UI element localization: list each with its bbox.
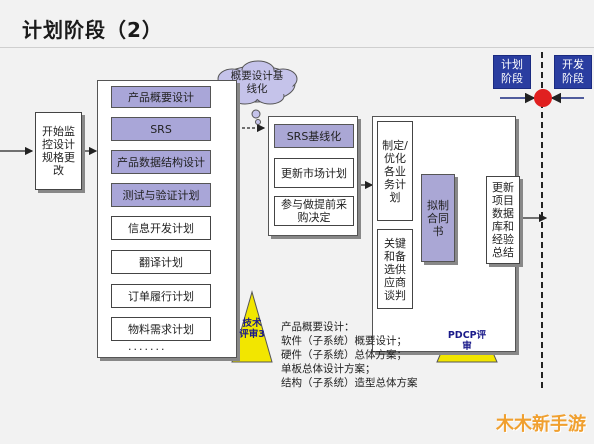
dev-phase-tag: 开发阶段 [554, 55, 592, 89]
plan-phase-label: 计划阶段 [501, 58, 523, 85]
note-line: 产品概要设计： [281, 321, 355, 333]
update-market-plan-box: 更新市场计划 [274, 158, 354, 188]
pdcp-review-label: PDCP评审 [447, 330, 487, 352]
procurement-label: 参与做提前采购决定 [281, 198, 347, 224]
title-divider [0, 47, 594, 48]
plan-phase-tag: 计划阶段 [493, 55, 531, 89]
plan-material-needs: 物料需求计划 [111, 317, 211, 341]
plan-info-dev: 信息开发计划 [111, 216, 211, 240]
plan-label: 信息开发计划 [128, 221, 194, 235]
update-plan-label: 更新市场计划 [281, 166, 347, 180]
contract-label: 拟制合同书 [427, 198, 449, 238]
design-baseline-cloud: 概要设计基线化 [226, 70, 288, 96]
plan-order-fulfillment: 订单履行计划 [111, 284, 211, 308]
plan-label: SRS [150, 122, 172, 136]
note-line: 软件（子系统）概要设计； [281, 335, 407, 347]
plan-translation: 翻译计划 [111, 250, 211, 274]
page-title: 计划阶段（2） [22, 18, 163, 42]
plan-srs: SRS [111, 117, 211, 141]
plan-label: 翻译计划 [139, 255, 183, 269]
plan-test-verify: 测试与验证计划 [111, 183, 211, 207]
business-plan-box: 制定/优化各业务计划 [377, 121, 413, 221]
watermark-logo: 木木新手游 [496, 414, 586, 435]
plan-label: 产品概要设计 [128, 90, 194, 104]
plan-label: 物料需求计划 [128, 322, 194, 336]
draft-contract-box: 拟制合同书 [421, 174, 455, 262]
srs-baseline-label: SRS基线化 [286, 129, 342, 143]
tech-review-label: 技术评审3 [239, 318, 265, 340]
supplier-negotiation-box: 关键和备选供应商谈判 [377, 229, 413, 309]
plan-label: 产品数据结构设计 [117, 155, 205, 169]
cloud-label: 概要设计基线化 [230, 70, 284, 95]
plan-product-design: 产品概要设计 [111, 86, 211, 108]
plan-label: 测试与验证计划 [122, 188, 200, 202]
start-monitor-label: 开始监控设计规格更改 [42, 125, 75, 177]
note-line: 单板总体设计方案； [281, 363, 376, 375]
dev-phase-label: 开发阶段 [562, 58, 584, 85]
plan-label: 订单履行计划 [128, 289, 194, 303]
srs-baseline-box: SRS基线化 [274, 124, 354, 148]
note-line: 硬件（子系统）总体方案； [281, 349, 407, 361]
design-notes: 产品概要设计： 软件（子系统）概要设计； 硬件（子系统）总体方案； 单板总体设计… [281, 320, 418, 390]
supplier-label: 关键和备选供应商谈判 [384, 236, 406, 302]
pdcp-review-text: PDCP评审 [447, 330, 487, 352]
tech-review-text: 技术评审3 [239, 318, 265, 340]
strategy-label: 制定/优化各业务计划 [382, 138, 408, 204]
plans-ellipsis: ······· [128, 343, 167, 356]
plan-data-structure: 产品数据结构设计 [111, 150, 211, 174]
advance-procurement-box: 参与做提前采购决定 [274, 196, 354, 226]
update-database-box: 更新项目数据库和经验总结 [486, 176, 520, 264]
start-monitor-box: 开始监控设计规格更改 [35, 112, 82, 190]
update-db-label: 更新项目数据库和经验总结 [492, 181, 514, 259]
note-line: 结构（子系统）造型总体方案 [281, 377, 418, 389]
